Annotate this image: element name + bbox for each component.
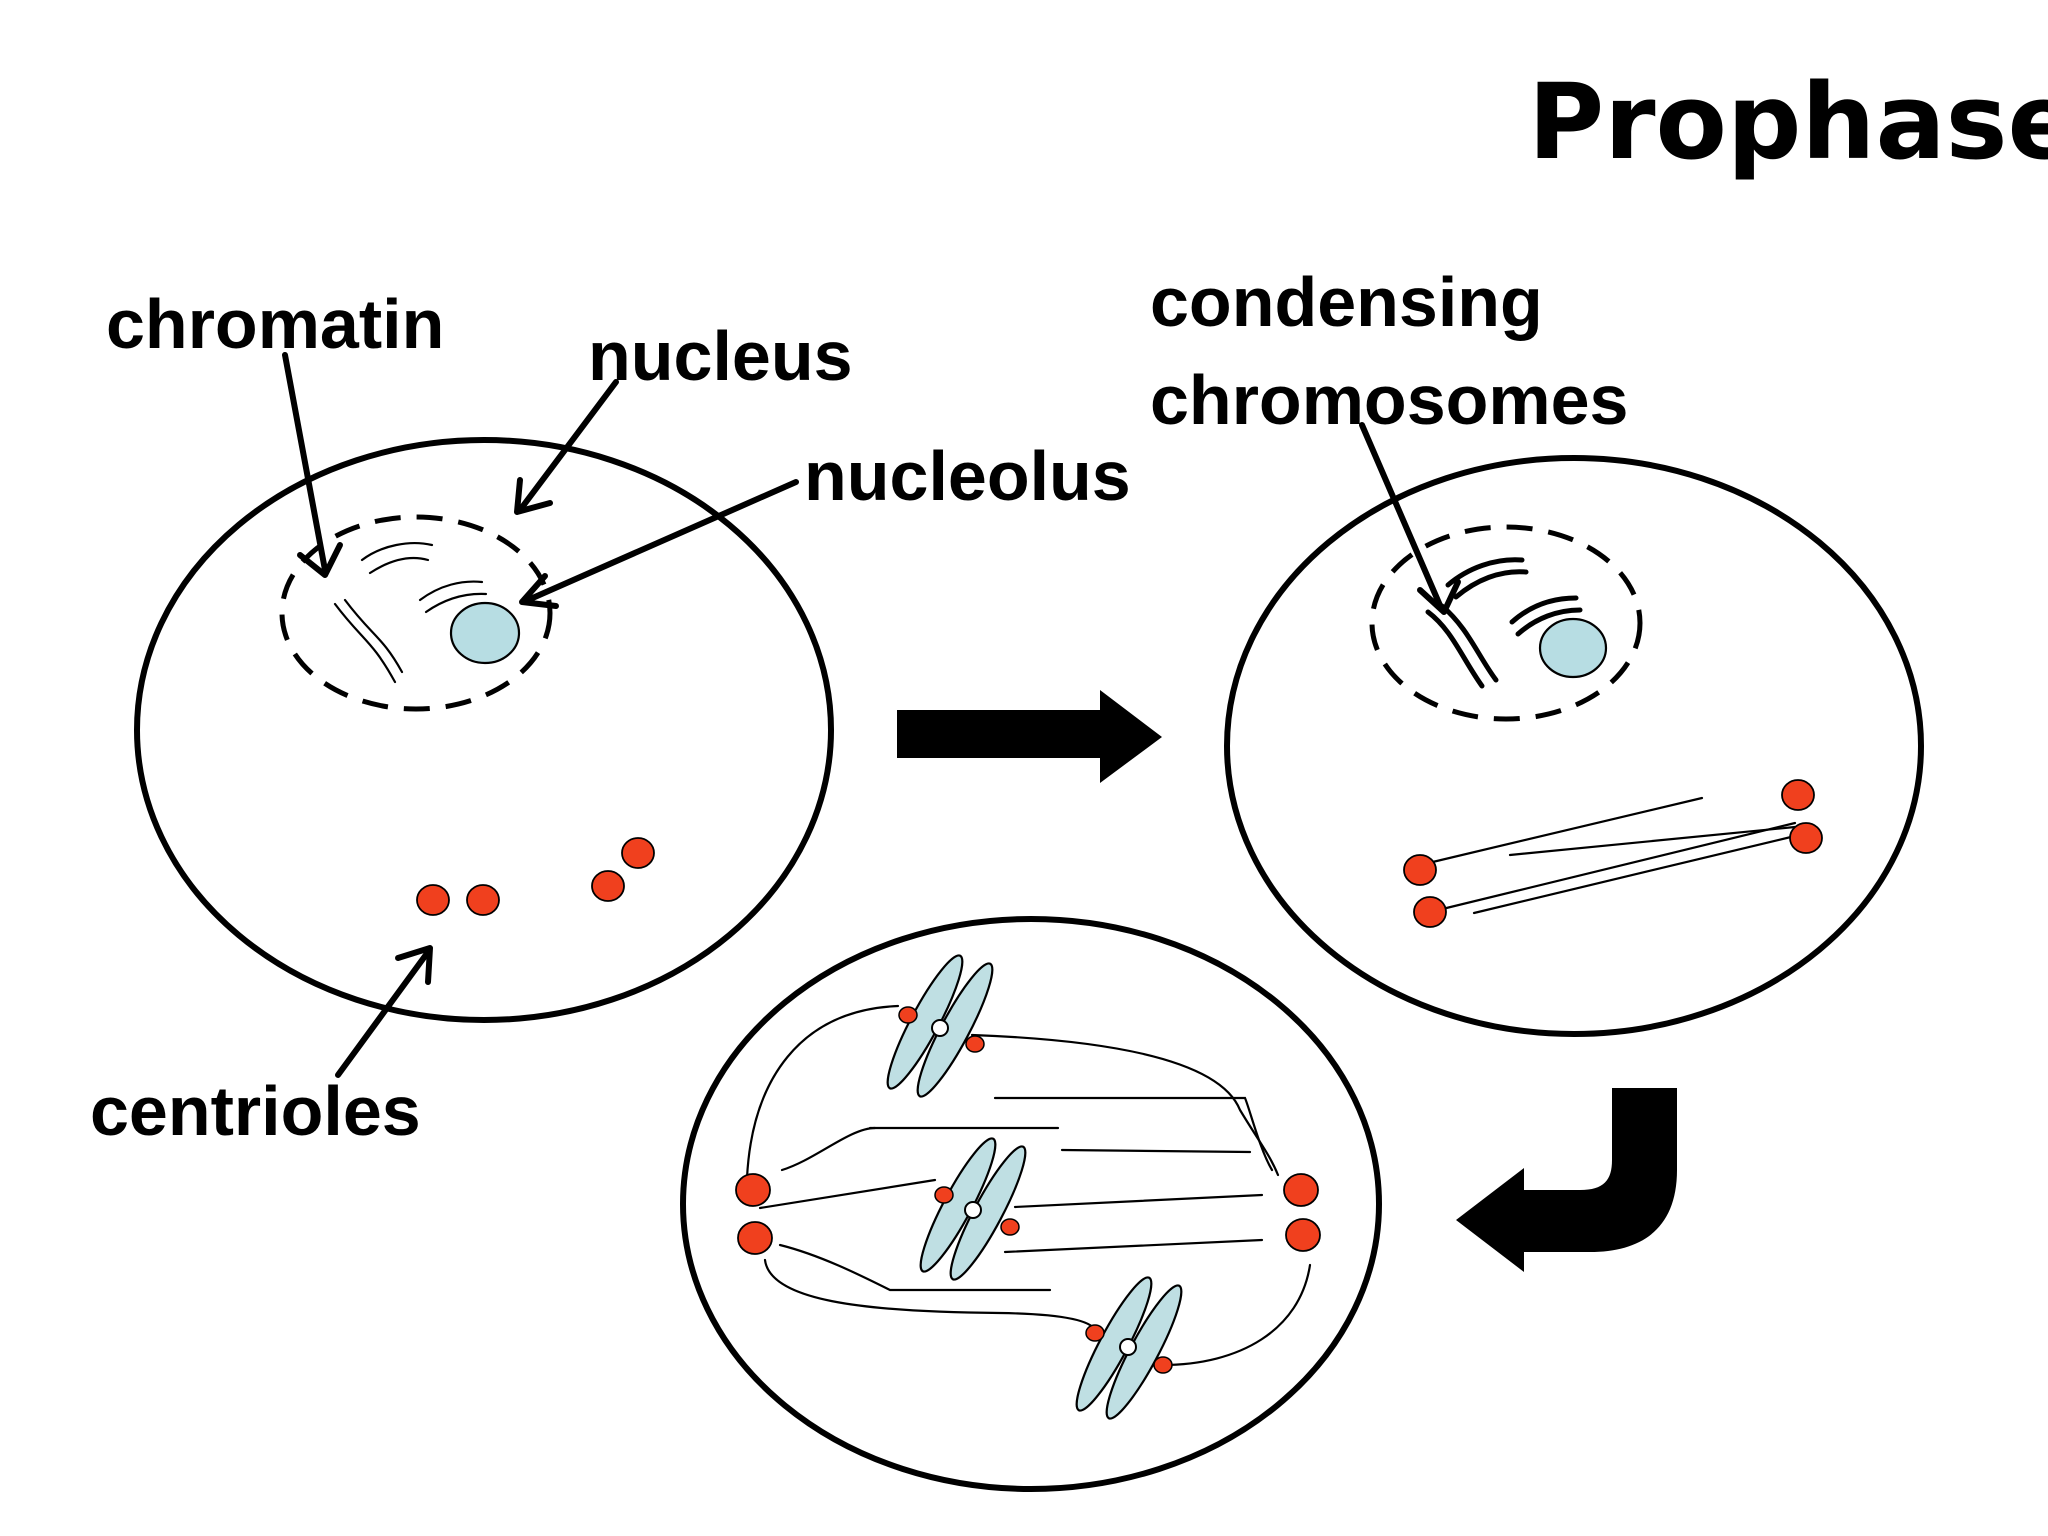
- pointer-centrioles: [335, 945, 433, 1078]
- centrioles-group: [416, 837, 655, 916]
- kinetochore: [1000, 1218, 1020, 1236]
- cell-membrane: [680, 916, 1382, 1492]
- cell-membrane: [134, 437, 834, 1023]
- centrioles-group: [1403, 779, 1823, 928]
- label-centrioles: centrioles: [90, 1072, 421, 1150]
- centriole: [591, 870, 625, 902]
- label-chromosomes: chromosomes: [1150, 361, 1628, 439]
- centriole: [735, 1173, 771, 1207]
- condensing-chromosomes: [1425, 557, 1583, 689]
- centriole: [1781, 779, 1815, 811]
- chromosome: [919, 1137, 1027, 1281]
- kinetochore: [934, 1186, 954, 1204]
- spindle-fibers: [1418, 796, 1797, 915]
- centriole: [1413, 896, 1447, 928]
- chromatin-threads: [333, 542, 488, 684]
- centriole: [1285, 1218, 1321, 1252]
- centriole: [1403, 854, 1437, 886]
- centriole: [1789, 822, 1823, 854]
- cell-membrane: [1224, 455, 1924, 1037]
- transition-arrow-right: [897, 690, 1162, 783]
- cell-late-prophase: [680, 916, 1382, 1492]
- kinetochore: [1153, 1356, 1173, 1374]
- spindle-fibers: [745, 1004, 1312, 1367]
- kinetochore: [965, 1035, 985, 1053]
- cell-early-prophase: [134, 437, 834, 1023]
- chromosome: [1075, 1276, 1183, 1420]
- pointer-condensing-chromosomes: [1359, 422, 1461, 615]
- transition-arrow-curved: [1456, 1088, 1677, 1272]
- centriole: [621, 837, 655, 869]
- centriole: [737, 1221, 773, 1255]
- pointer-nucleolus: [519, 479, 799, 609]
- centriole: [466, 884, 500, 916]
- kinetochore: [898, 1006, 918, 1024]
- nucleus-envelope: [1369, 524, 1643, 722]
- nucleolus: [1538, 617, 1608, 679]
- nucleolus: [449, 601, 521, 665]
- chromosome: [886, 954, 994, 1098]
- centriole: [1283, 1173, 1319, 1207]
- page-title: Prophase: [1528, 61, 2048, 183]
- centrioles-group: [735, 1173, 1321, 1255]
- pointer-nucleus: [514, 379, 619, 515]
- label-chromatin: chromatin: [106, 285, 444, 363]
- centriole: [416, 884, 450, 916]
- nucleus-envelope: [279, 514, 553, 712]
- kinetochore: [1085, 1324, 1105, 1342]
- label-nucleolus: nucleolus: [804, 437, 1131, 515]
- pointer-chromatin: [282, 352, 343, 578]
- label-condensing: condensing: [1150, 263, 1543, 341]
- label-nucleus: nucleus: [588, 317, 853, 395]
- cell-mid-prophase: [1224, 455, 1924, 1037]
